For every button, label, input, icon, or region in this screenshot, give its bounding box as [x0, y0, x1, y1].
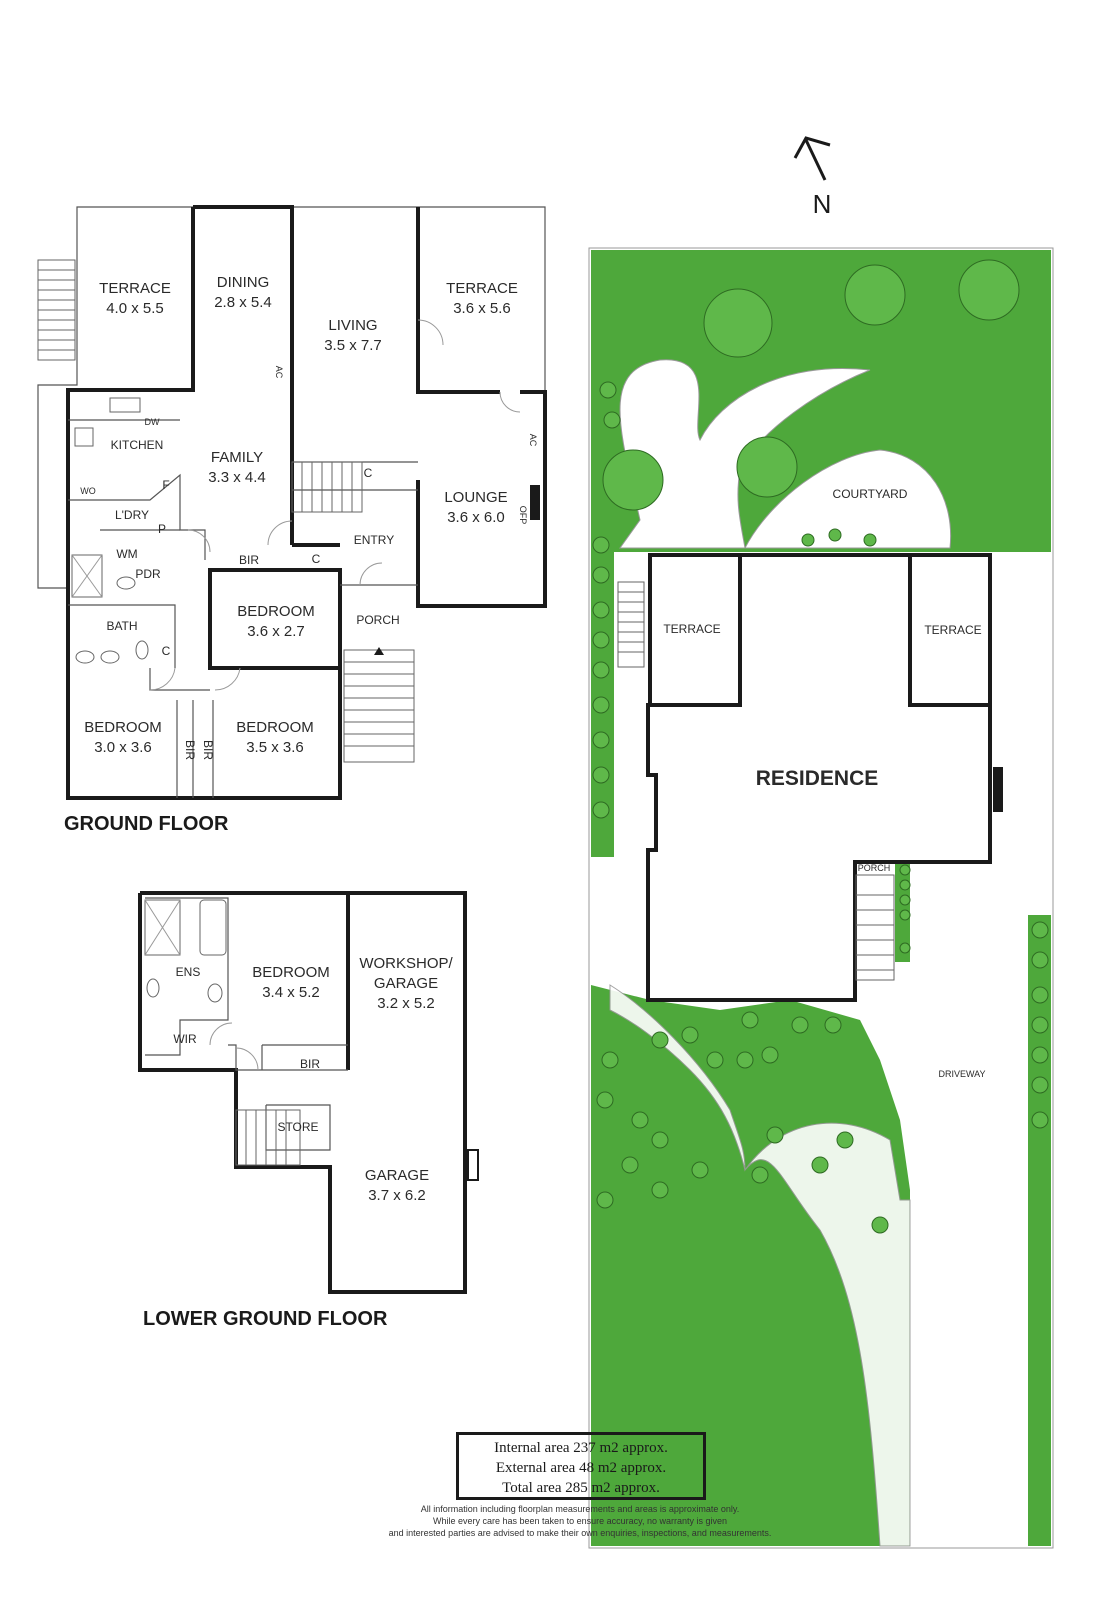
site-terrace-west-label: TERRACE — [663, 622, 720, 636]
dining-size: 2.8 x 5.4 — [214, 294, 272, 311]
bir-label-1: BIR — [183, 740, 197, 760]
trees — [592, 259, 1049, 1234]
site-terrace-east-label: TERRACE — [924, 623, 981, 637]
lower-bedroom-label: BEDROOM — [252, 964, 330, 981]
lower-shower — [144, 899, 181, 956]
dw-label: DW — [145, 417, 160, 427]
basin-1 — [75, 650, 95, 664]
workshop-label-2: GARAGE — [374, 975, 438, 992]
entry-label: ENTRY — [354, 533, 394, 547]
bedroom-sw-label: BEDROOM — [84, 719, 162, 736]
bedroom-sw-size: 3.0 x 3.6 — [94, 739, 152, 756]
fireplace — [530, 485, 540, 520]
bath-label: BATH — [106, 619, 137, 633]
internal-stairs — [291, 461, 363, 513]
wo-label: WO — [80, 486, 96, 496]
cupboard-label-hall: C — [312, 552, 321, 566]
area-summary: Internal area 237 m2 approx. External ar… — [456, 1432, 706, 1500]
ac-label-family: AC — [274, 366, 284, 379]
lower-bedroom-size: 3.4 x 5.2 — [262, 984, 320, 1001]
lounge-size: 3.6 x 6.0 — [447, 509, 505, 526]
disclaimer: All information including floorplan meas… — [330, 1503, 830, 1539]
bathtub — [199, 899, 227, 956]
lawn-east-strip — [1028, 915, 1051, 1546]
residence-outline — [646, 553, 992, 1002]
living-size: 3.5 x 7.7 — [324, 337, 382, 354]
bedroom-s-size: 3.5 x 3.6 — [246, 739, 304, 756]
terrace-east-size: 3.6 x 5.6 — [453, 300, 511, 317]
site-porch-label: PORCH — [858, 863, 891, 873]
store-label: STORE — [277, 1120, 318, 1134]
family-label: FAMILY — [211, 449, 263, 466]
wir-label: WIR — [173, 1032, 197, 1046]
disclaimer-line-3: and interested parties are advised to ma… — [388, 1528, 772, 1538]
shower — [71, 554, 103, 598]
kitchen-sink — [109, 397, 141, 413]
terrace-stairs-west — [37, 259, 76, 361]
north-label: N — [813, 189, 832, 219]
pdr-label: PDR — [135, 567, 161, 581]
terrace-west-outline — [37, 206, 193, 589]
fridge-label: F — [162, 478, 169, 492]
wall-west-upper — [66, 207, 195, 548]
disclaimer-line-1: All information including floorplan meas… — [420, 1504, 740, 1514]
site-plan: RESIDENCE COURTYARD TERRACE TERRACE PORC… — [588, 247, 1054, 1549]
ac-label-lounge: AC — [528, 434, 538, 447]
bedroom-mid-size: 3.6 x 2.7 — [247, 623, 305, 640]
cupboard-label-entry: C — [364, 466, 373, 480]
bedroom-mid-label: BEDROOM — [237, 603, 315, 620]
ens-label: ENS — [176, 965, 201, 979]
terrace-east-label: TERRACE — [446, 280, 518, 297]
disclaimer-line-2: While every care has been taken to ensur… — [433, 1516, 727, 1526]
porch-stairs — [343, 647, 415, 763]
residence-label: RESIDENCE — [756, 767, 879, 790]
lower-outer-wall — [138, 891, 467, 1294]
bir-label-hall: BIR — [239, 553, 259, 567]
laundry-label: L'DRY — [115, 508, 149, 522]
wm-label: WM — [116, 547, 137, 561]
north-arrow: N — [793, 136, 832, 219]
lower-ground-floor-plan: ENS BEDROOM 3.4 x 5.2 WORKSHOP/ GARAGE 3… — [138, 891, 479, 1330]
workshop-label: WORKSHOP/ — [359, 955, 453, 972]
living-label: LIVING — [328, 317, 377, 334]
toilet-pdr — [116, 576, 136, 590]
bir-label-2: BIR — [201, 740, 215, 760]
total-area: Total area 285 m2 approx. — [502, 1480, 660, 1496]
ofp-label: OFP — [518, 506, 528, 525]
lounge-label: LOUNGE — [444, 489, 507, 506]
pantry-label: P — [158, 522, 166, 536]
kitchen-label: KITCHEN — [111, 438, 164, 452]
lower-bir-label: BIR — [300, 1057, 320, 1071]
dining-label: DINING — [217, 274, 270, 291]
courtyard-label: COURTYARD — [833, 487, 908, 501]
terrace-west-size: 4.0 x 5.5 — [106, 300, 164, 317]
workshop-size: 3.2 x 5.2 — [377, 995, 435, 1012]
cooktop — [74, 427, 94, 447]
garage-size: 3.7 x 6.2 — [368, 1187, 426, 1204]
ground-floor-plan: TERRACE 4.0 x 5.5 DINING 2.8 x 5.4 LIVIN… — [37, 205, 547, 835]
garage-label: GARAGE — [365, 1167, 429, 1184]
porch-label: PORCH — [356, 613, 399, 627]
basin-2 — [100, 650, 120, 664]
external-area: External area 48 m2 approx. — [495, 1460, 667, 1476]
internal-area: Internal area 237 m2 approx. — [494, 1440, 668, 1456]
family-size: 3.3 x 4.4 — [208, 469, 266, 486]
toilet-bath — [135, 640, 149, 660]
lower-ground-floor-title: LOWER GROUND FLOOR — [143, 1308, 388, 1330]
ground-floor-title: GROUND FLOOR — [64, 813, 229, 835]
bedroom-s-label: BEDROOM — [236, 719, 314, 736]
terrace-west-label: TERRACE — [99, 280, 171, 297]
driveway-label: DRIVEWAY — [938, 1069, 985, 1079]
cupboard-label-bath: C — [162, 644, 171, 658]
lower-stairs — [235, 1109, 301, 1166]
